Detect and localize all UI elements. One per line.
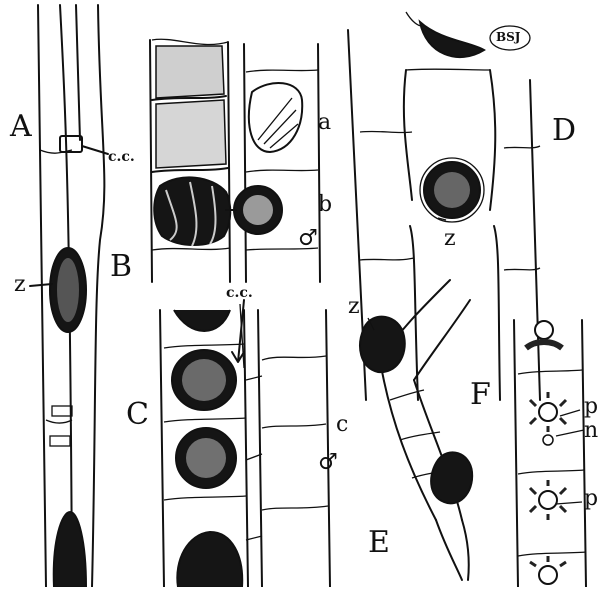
panel-label-d: D	[552, 116, 576, 146]
label-cc-a: c.c.	[108, 150, 135, 164]
panel-label-a: A	[10, 112, 32, 142]
label-male-c: ♂	[318, 452, 338, 474]
panel-a-zygote	[30, 248, 86, 332]
artist-monogram: BSJ	[496, 31, 521, 43]
panel-a-bottom-cell	[54, 512, 86, 587]
label-zygote-d: z	[444, 228, 456, 250]
cell-label-a: a	[318, 112, 331, 134]
panel-label-b: B	[110, 252, 132, 282]
panel-f-pyrenoids	[526, 321, 566, 584]
cell-label-b: b	[318, 194, 332, 216]
panel-f-filament	[514, 320, 586, 587]
label-zygote-e: z	[348, 296, 360, 318]
label-pyrenoid-bottom: p	[584, 488, 598, 510]
label-zygote-a: z	[14, 274, 26, 296]
label-male-b: ♂	[298, 228, 318, 250]
label-pyrenoid-top: p	[584, 396, 598, 418]
panel-label-e: E	[368, 528, 390, 558]
panel-label-c: C	[126, 400, 149, 430]
panel-b-cell-b	[154, 177, 282, 246]
panel-label-f: F	[470, 380, 491, 410]
cell-label-c: c	[336, 414, 348, 436]
label-cc-b: c.c.	[226, 286, 253, 300]
label-nucleus: n	[584, 420, 598, 442]
